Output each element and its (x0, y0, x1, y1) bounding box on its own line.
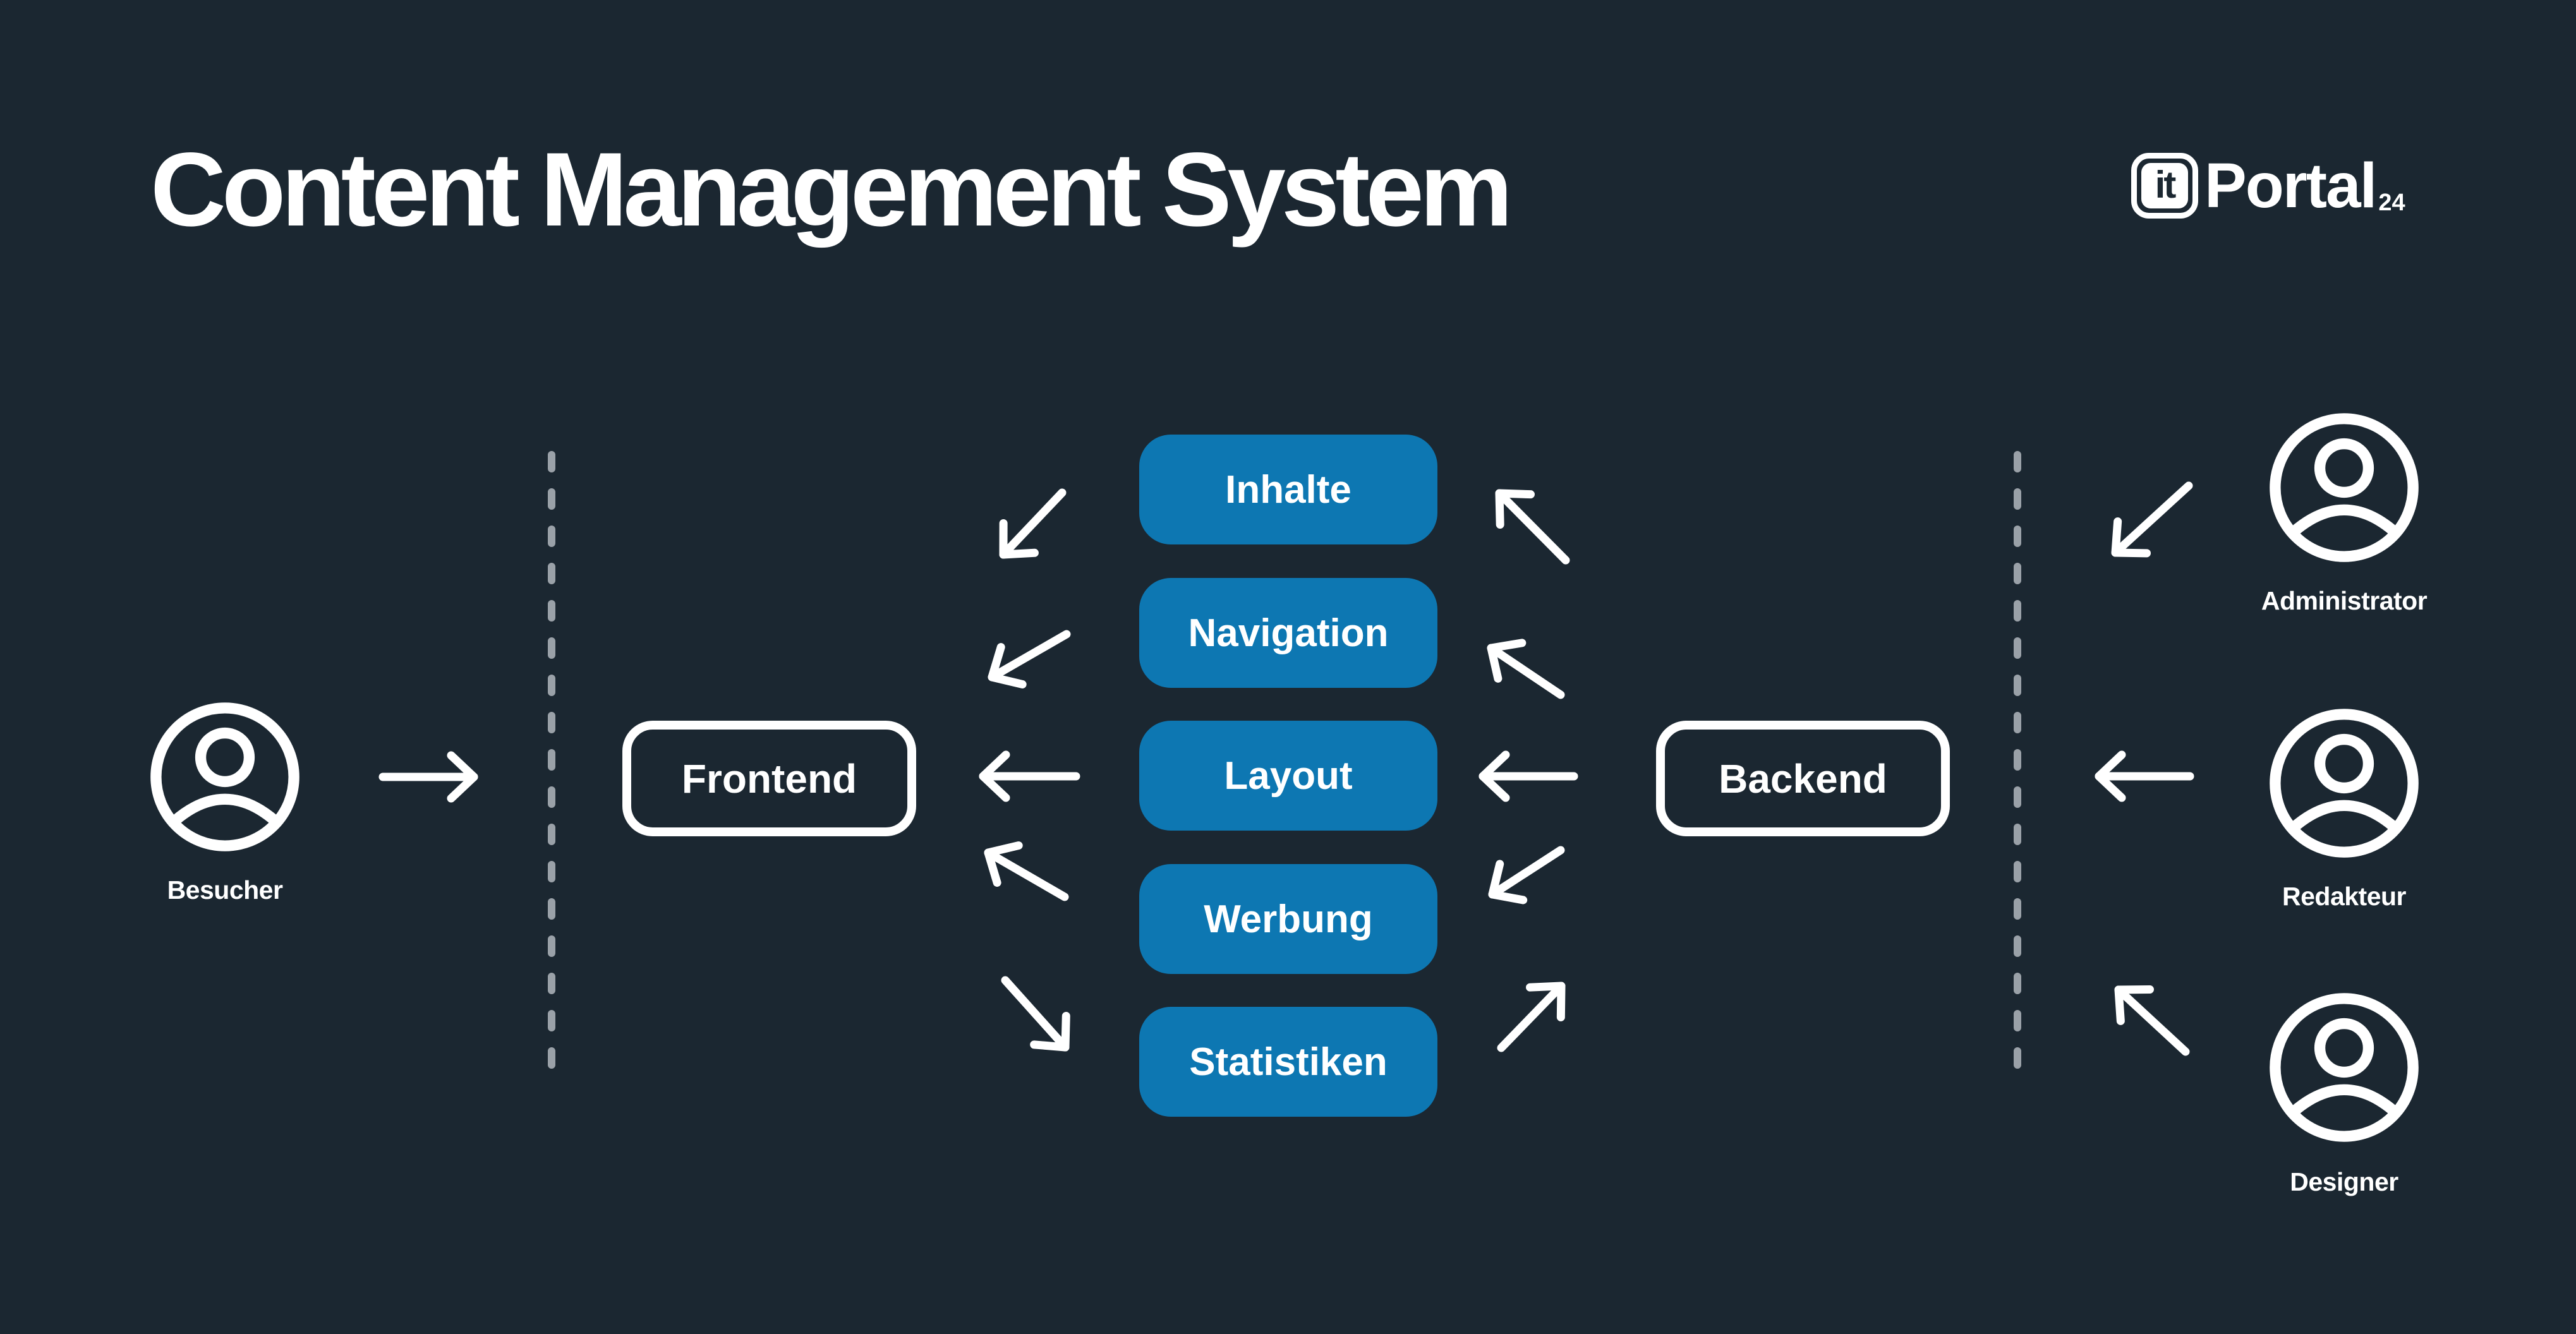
it-badge-mark: it (2141, 163, 2188, 208)
administrator-user-icon (2266, 409, 2422, 566)
arrow-navigation-to-frontend (988, 630, 1071, 688)
backend-box: Backend (1656, 721, 1950, 836)
frontend-box: Frontend (622, 721, 916, 836)
arrow-statistiken-to-backend (1497, 982, 1566, 1052)
module-box-statistiken: Statistiken (1139, 1007, 1437, 1117)
designer-label: Designer (2290, 1167, 2398, 1196)
module-label: Layout (1224, 754, 1353, 798)
arrow-designer-to-backend (2114, 985, 2190, 1056)
brand-logo: it Portal 24 (2131, 153, 2405, 219)
arrow-backend-to-navigation (1487, 639, 1565, 699)
module-box-layout: Layout (1139, 721, 1437, 831)
brand-name: Portal (2204, 150, 2377, 221)
arrow-frontend-to-statistiken (1001, 976, 1070, 1052)
redakteur-user-icon (2266, 705, 2422, 862)
page-title: Content Management System (150, 131, 1513, 248)
arrow-backend-to-inhalte (1495, 489, 1570, 565)
besucher-user-icon (147, 699, 303, 855)
arrow-werbung-to-frontend (984, 841, 1069, 901)
module-label: Werbung (1204, 897, 1373, 941)
it-badge-icon: it (2131, 153, 2198, 219)
module-label: Navigation (1188, 611, 1389, 655)
backend-label: Backend (1719, 755, 1887, 802)
module-box-werbung: Werbung (1139, 864, 1437, 974)
administrator-label: Administrator (2261, 586, 2428, 615)
module-box-navigation: Navigation (1139, 578, 1437, 688)
brand-number: 24 (2378, 189, 2405, 216)
module-label: Statistiken (1189, 1040, 1388, 1084)
besucher-label: Besucher (167, 875, 283, 904)
module-label: Inhalte (1225, 467, 1351, 512)
arrow-backend-to-werbung (1488, 846, 1565, 904)
arrow-administrator-to-backend (2111, 481, 2193, 558)
designer-user-icon (2266, 989, 2422, 1146)
redakteur-label: Redakteur (2282, 882, 2407, 911)
module-box-inhalte: Inhalte (1139, 435, 1437, 544)
arrow-inhalte-to-frontend (999, 488, 1067, 559)
frontend-label: Frontend (681, 755, 857, 802)
